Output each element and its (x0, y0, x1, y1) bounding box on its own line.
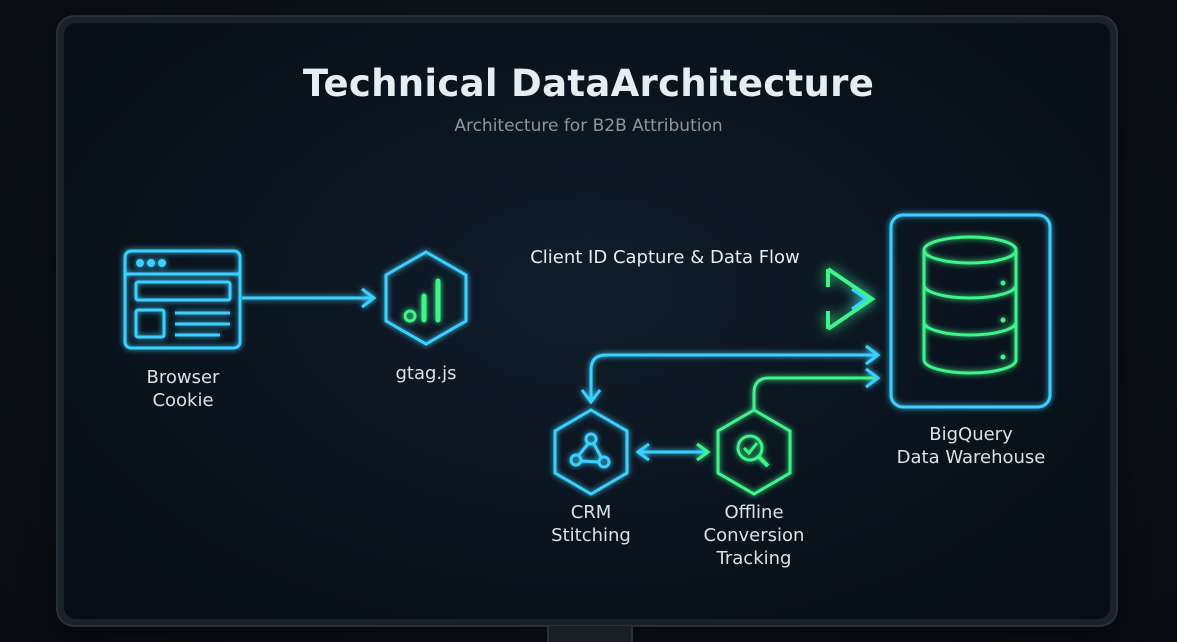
arrow-crm-offline-bidirectional (635, 442, 711, 462)
monitor-stand (547, 626, 633, 642)
browser-window-icon (123, 249, 242, 350)
bigquery-label: BigQuery Data Warehouse (880, 423, 1062, 469)
browser-label-line2: Cookie (152, 390, 214, 411)
gtag-label: gtag.js (371, 362, 481, 385)
bigquery-label-line2: Data Warehouse (896, 447, 1046, 468)
offline-label-line2: Conversion (703, 525, 805, 546)
offline-conversion-label: Offline Conversion Tracking (684, 501, 824, 570)
crm-label-line1: CRM (570, 502, 612, 523)
browser-label-line1: Browser (146, 367, 220, 388)
arrow-offline-to-bigquery (752, 367, 881, 410)
monitor-frame (58, 17, 1116, 625)
data-flow-arrow (488, 267, 876, 331)
analytics-bars-icon (384, 250, 468, 346)
browser-cookie-label: Browser Cookie (118, 366, 248, 412)
page-title: Technical DataArchitecture (302, 62, 875, 105)
database-icon (889, 213, 1052, 409)
crm-stitching-label: CRM Stitching (531, 501, 651, 547)
monitor-screen (64, 23, 1110, 619)
gtag-label-line1: gtag.js (395, 363, 457, 384)
search-check-icon (716, 408, 792, 496)
page-subtitle: Architecture for B2B Attribution (454, 116, 723, 136)
arrow-browser-to-gtag (242, 287, 377, 309)
bigquery-label-line1: BigQuery (929, 424, 1013, 445)
flow-label: Client ID Capture & Data Flow (530, 247, 800, 268)
arrow-bigquery-to-crm (580, 344, 881, 405)
offline-label-line3: Tracking (716, 548, 792, 569)
network-nodes-icon (553, 408, 629, 496)
crm-label-line2: Stitching (551, 525, 631, 546)
offline-label-line1: Offline (724, 502, 784, 523)
